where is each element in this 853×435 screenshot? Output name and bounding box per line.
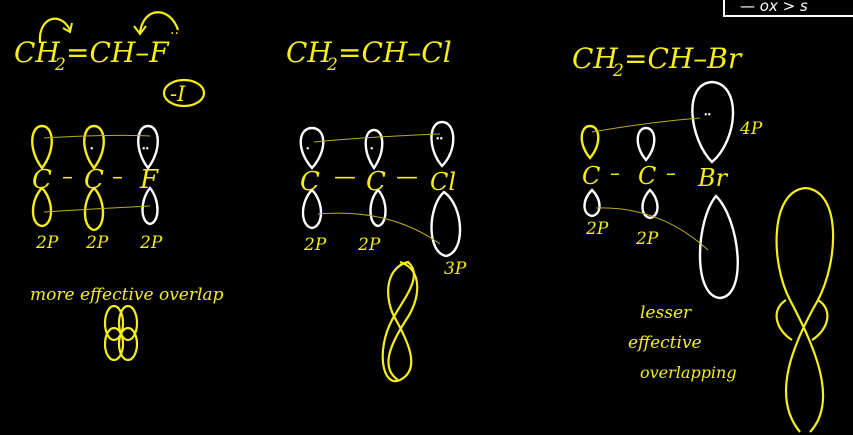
bond-dash: – [112,165,123,190]
atom-symbol: C [32,165,52,195]
overlap-sketch [775,186,825,433]
orbital-label: 4P [739,119,763,139]
formula-part: CH [286,36,332,69]
atom-symbol: C [366,167,386,197]
orbital-label: 2P [357,235,381,255]
p-orbital-upper [364,128,384,171]
atom-symbol: C [84,165,104,195]
orbital-label: 2P [85,233,109,253]
fluoride-caption: more effective overlap [30,285,224,305]
p-orbital-upper [31,124,53,170]
orbital-label: 3P [444,259,467,279]
caption-line: effective [628,333,702,353]
inductive-effect-circle [162,78,206,108]
fluoride-orbital-labels: 2P 2P 2P [35,233,163,253]
chloride-orbitals [299,120,462,258]
orbital-label: 2P [303,235,327,255]
bromide-caption: lesser effective overlapping [628,303,737,382]
p-orbital-upper [636,126,656,162]
fluoride-atoms: C – C – F [32,165,159,195]
bromide-section: CH 2 =CH–Br •• C – C – Br 2P 2P 4P les [572,42,835,433]
fluoride-section: ·· CH 2 =CH–F -I • •• C – C – F [14,11,224,362]
bond-dash: — [396,165,418,190]
orbital-label: 2P [585,219,609,239]
caption-line: lesser [640,303,692,323]
formula-part: =CH–Cl [338,36,452,69]
overlap-sketch [775,299,829,341]
electron-dot: • [90,144,94,155]
bromide-formula: CH 2 =CH–Br [572,42,743,81]
formula-part: =CH–F [66,36,170,69]
chloride-atoms: C — C — Cl [300,165,456,197]
p-orbital-lower [83,186,105,232]
p-orbital-lower [430,190,462,258]
bond-dash: – [610,161,620,185]
electron-dot: • [306,144,310,155]
overlap-sketch [387,260,419,381]
formula-part: =CH–Br [624,42,743,75]
orbital-label: 2P [635,229,659,249]
p-orbital-lower [583,188,601,218]
resonance-arrow-icon [138,11,180,33]
orbital-label: 2P [139,233,163,253]
corner-note: — ox > s [723,0,853,17]
lone-pair-dots: ·· [170,26,179,42]
p-orbital-upper [83,124,105,170]
caption-line: overlapping [640,363,737,382]
p-orbital-lower [369,188,387,228]
atom-symbol: F [139,165,159,195]
chloride-formula: CH 2 =CH–Cl [286,36,452,75]
inductive-effect-label: -I [170,82,186,106]
overlap-sketch [103,304,139,362]
fluoride-orbitals: • •• [31,124,159,232]
bond-dash: – [62,165,73,190]
atom-symbol: C [300,167,320,197]
bromide-orbitals [580,80,739,300]
electron-dots: •• [436,134,443,145]
formula-subscript: 2 [612,61,624,81]
bond-dash: – [666,161,676,185]
chloride-section: CH 2 =CH–Cl • • •• C — C — Cl 2P 2P 3P [286,36,467,383]
p-orbital-upper [299,126,325,170]
bromide-atoms: C – C – Br [582,161,729,192]
bromide-orbital-labels: 2P 2P 4P [585,119,763,249]
chloride-orbital-labels: 2P 2P 3P [303,235,467,279]
corner-note-text: — ox > s [740,0,808,15]
formula-part: CH [14,36,60,69]
fluoride-formula: CH 2 =CH–F [14,36,170,75]
formula-subscript: 2 [54,55,66,75]
p-orbital-lower [301,188,323,230]
p-orbital-upper [580,124,600,160]
arrowhead-icon [62,22,73,34]
electron-dots: •• [142,144,149,155]
p-orbital-upper [691,80,735,164]
p-orbital-upper [430,120,455,168]
resonance-arrow-icon [38,17,71,43]
formula-subscript: 2 [326,55,338,75]
p-orbital-lower [31,186,53,228]
atom-symbol: Cl [430,168,456,196]
atom-symbol: C [638,162,656,190]
formula-part: CH [572,42,618,75]
p-orbital-lower [641,188,659,220]
bond-dash: — [334,165,356,190]
atom-symbol: Br [697,164,729,192]
p-orbital-upper [137,124,159,170]
p-orbital-lower [141,186,159,226]
overlap-sketch [381,260,415,383]
electron-dots: •• [704,110,711,121]
atom-symbol: C [582,162,600,190]
arrowhead-icon [133,25,147,36]
electron-dot: • [370,144,374,155]
p-orbital-lower [698,194,739,300]
orbital-label: 2P [35,233,59,253]
